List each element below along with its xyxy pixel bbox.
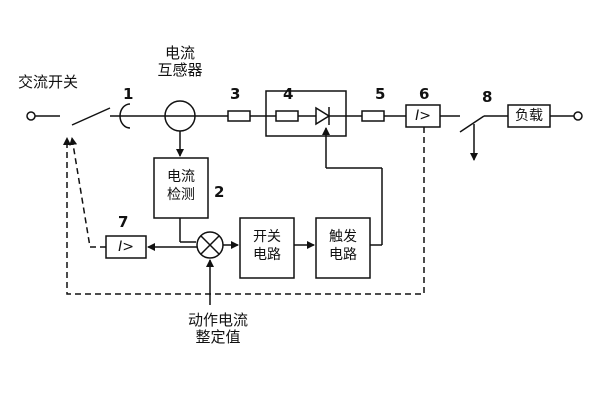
thyristor-triangle [315,106,331,126]
ct-label-line1: 电流 [164,44,195,62]
output-terminal [573,111,583,121]
setpoint-line2: 整定值 [195,328,241,347]
mark-5: 5 [375,85,386,103]
switch-circuit-line1: 开关 [253,229,281,245]
mark-6: 6 [419,85,430,103]
switch-8-blade [459,115,485,133]
setpoint-label: 动作电流 整定值 [183,311,253,347]
thyristor-module-4 [265,90,347,137]
mark-8: 8 [482,88,493,106]
detect-line1: 电流 [167,169,195,185]
load-text: 负载 [515,108,543,124]
relay-6-symbol: I> [415,108,431,124]
current-transformer-label: 电流 互感器 [151,44,209,80]
trigger-circuit-line1: 触发 [329,229,357,245]
ac-switch-label: 交流开关 [18,73,79,91]
detect-line2: 检测 [167,187,195,204]
trigger-circuit-box [315,217,371,279]
mark-1: 1 [123,85,134,103]
ac-switch-blade [71,107,111,126]
current-detection-box [153,157,209,219]
comparator-x2 [200,235,220,255]
trigger-circuit-line2: 电路 [329,247,357,264]
mark-7: 7 [118,213,129,231]
box4-fuse [275,110,299,122]
ct-label-line2: 互感器 [157,61,203,80]
mark-3: 3 [230,85,241,103]
switch-circuit-line2: 电路 [253,247,281,264]
input-terminal [26,111,36,121]
switch-circuit-box [239,217,295,279]
fuse-5 [361,110,385,122]
fuse-3 [227,110,251,122]
relay6-dashed-feedback [63,127,425,295]
trigger-circuit-text: 触发 电路 [316,228,370,264]
relay7-dashed-feedback [69,137,106,248]
setpoint-line1: 动作电流 [187,311,248,329]
relay-7-symbol: I> [118,239,134,255]
current-detection-text: 电流 检测 [154,168,208,204]
switch-circuit-text: 开关 电路 [240,228,294,264]
mark-2: 2 [214,183,225,201]
mark-4: 4 [283,85,294,103]
